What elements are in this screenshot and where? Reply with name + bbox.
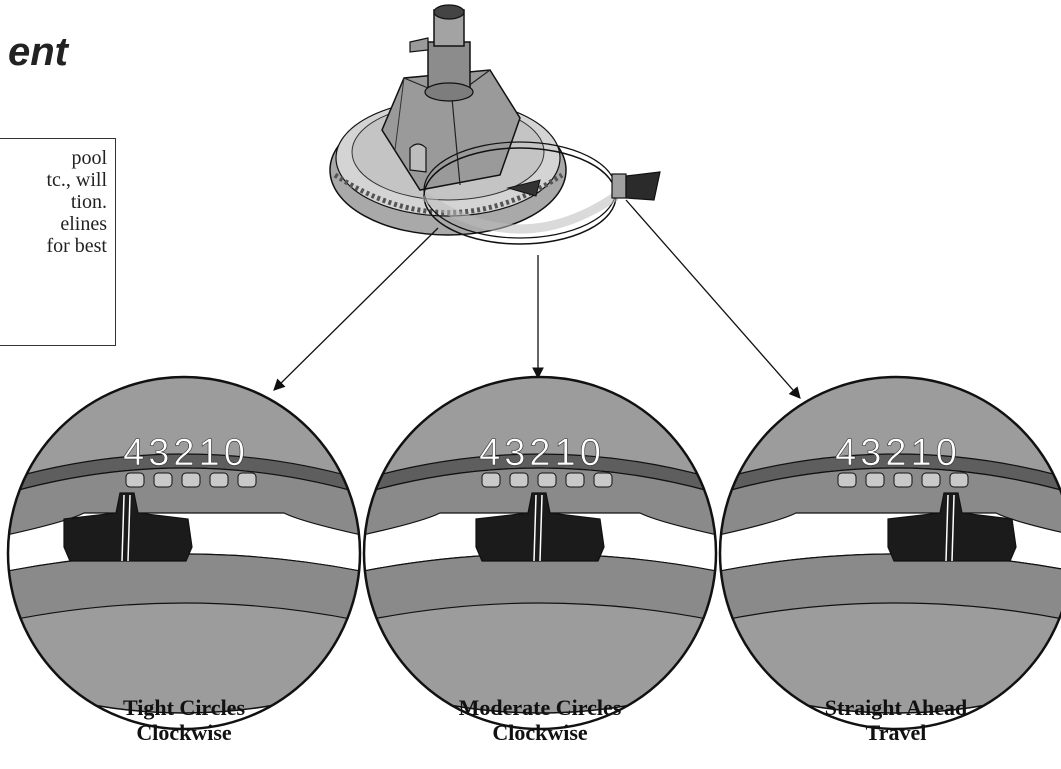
arrow-to-tight <box>273 227 439 391</box>
scale-tab <box>125 472 145 488</box>
dial-label-straight: Straight Ahead Travel <box>776 695 1016 745</box>
indicator-line <box>945 494 949 562</box>
dial-label-line1: Straight Ahead <box>824 695 968 720</box>
dial-label-line1: Moderate Circles <box>458 695 622 720</box>
note-box: pool tc., will tion. elines for best <box>0 138 116 346</box>
dial-outline <box>6 375 362 731</box>
indicator-line <box>533 494 537 562</box>
scale-tab <box>949 472 969 488</box>
dial-indicator <box>63 492 193 562</box>
scale-tab <box>593 472 613 488</box>
dial-label-line2: Travel <box>865 720 927 745</box>
scale-tab <box>537 472 557 488</box>
dial-indicator <box>475 492 605 562</box>
indicator-line <box>539 494 543 562</box>
dial-outline <box>718 375 1061 731</box>
pointer-arrows <box>273 199 801 399</box>
scale-tab <box>509 472 529 488</box>
indicator-line <box>951 494 955 562</box>
scale-tab <box>565 472 585 488</box>
section-heading: ent <box>8 30 68 74</box>
scale-tab <box>865 472 885 488</box>
note-line: tion. <box>70 191 107 213</box>
scale-tab <box>837 472 857 488</box>
dials-layer: 43210 43210 43210 <box>6 375 1061 731</box>
dial-scale-numbers: 43210 <box>479 432 605 474</box>
scale-tab <box>921 472 941 488</box>
note-line: pool <box>71 147 107 169</box>
note-text: pool tc., will tion. elines for best <box>46 147 107 257</box>
scale-tab <box>481 472 501 488</box>
indicator-line <box>127 494 131 562</box>
dial-label-line2: Clockwise <box>136 720 232 745</box>
dial-label-moderate: Moderate Circles Clockwise <box>420 695 660 745</box>
note-line: tc., will <box>46 169 107 191</box>
scale-tab <box>209 472 229 488</box>
scale-tab <box>153 472 173 488</box>
ring-clamp-screw <box>611 173 627 199</box>
arrow-to-straight <box>625 199 801 399</box>
note-line: elines <box>60 213 107 235</box>
dial-outline <box>362 375 718 731</box>
scale-tab <box>181 472 201 488</box>
dial-scale-numbers: 43210 <box>835 432 961 474</box>
indicator-line <box>121 494 125 562</box>
scale-tab <box>893 472 913 488</box>
dial-label-tight: Tight Circles Clockwise <box>64 695 304 745</box>
scale-tab <box>237 472 257 488</box>
dial-label-line1: Tight Circles <box>122 695 246 720</box>
dial-label-line2: Clockwise <box>492 720 588 745</box>
dial-scale-numbers: 43210 <box>123 432 249 474</box>
pool-cleaner-illustration <box>329 4 661 245</box>
dial-indicator <box>887 492 1017 562</box>
note-line: for best <box>46 235 107 257</box>
